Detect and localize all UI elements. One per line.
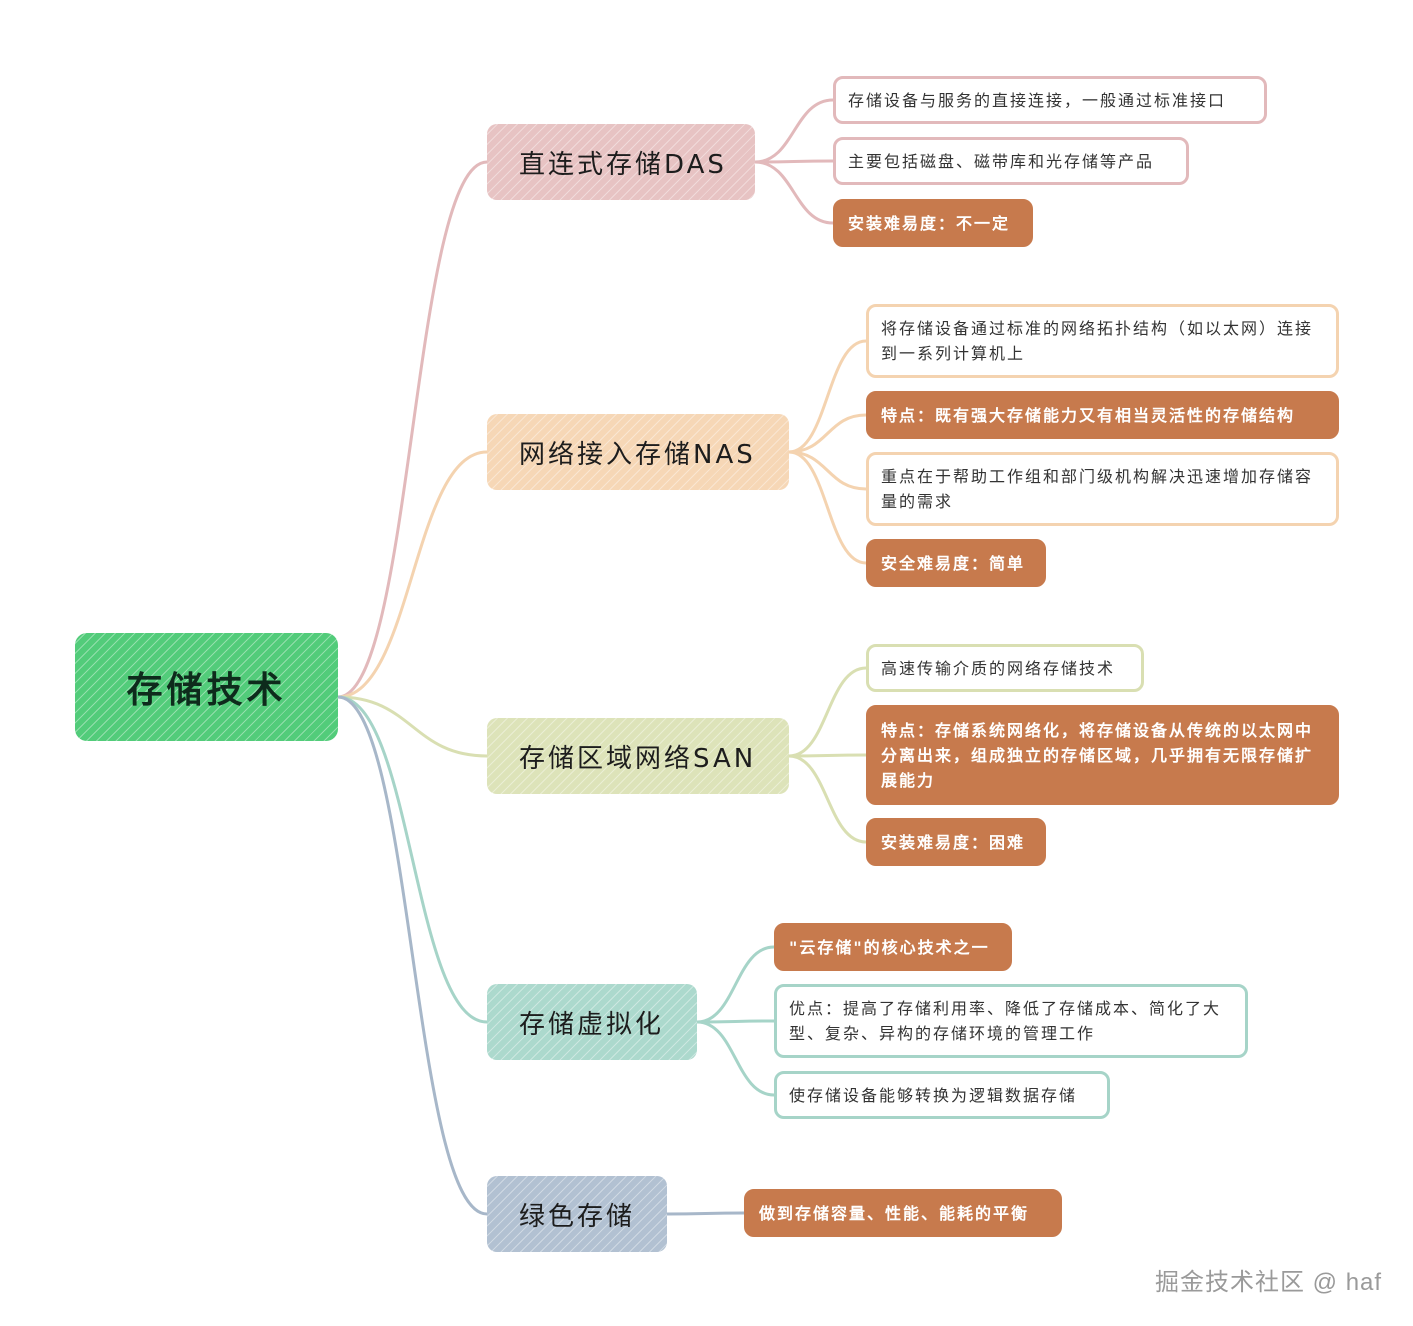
connector-line (787, 413, 868, 454)
leaf-nas-2[interactable]: 重点在于帮助工作组和部门级机构解决迅速增加存储容量的需求 (866, 452, 1339, 526)
connector-line (336, 695, 489, 1024)
leaf-san-1[interactable]: 特点：存储系统网络化，将存储设备从传统的以太网中分离出来，组成独立的存储区域，几… (866, 705, 1339, 805)
connector-line (787, 339, 868, 454)
branch-virtualization[interactable]: 存储虚拟化 (487, 984, 697, 1060)
connector-line (787, 754, 868, 844)
branch-san[interactable]: 存储区域网络SAN (487, 718, 789, 794)
leaf-nas-3[interactable]: 安全难易度：简单 (866, 539, 1046, 587)
connector-line (753, 160, 835, 225)
branch-label: 直连式存储DAS (519, 149, 727, 180)
branch-green-storage[interactable]: 绿色存储 (487, 1176, 667, 1252)
connector-line (787, 450, 868, 565)
branch-label: 存储虚拟化 (519, 1009, 665, 1040)
connector-line (695, 1020, 776, 1097)
leaf-das-0[interactable]: 存储设备与服务的直接连接，一般通过标准接口 (833, 76, 1267, 124)
leaf-das-1[interactable]: 主要包括磁盘、磁带库和光存储等产品 (833, 137, 1189, 185)
leaf-virt-1[interactable]: 优点：提高了存储利用率、降低了存储成本、简化了大型、复杂、异构的存储环境的管理工… (774, 984, 1248, 1058)
branch-nas[interactable]: 网络接入存储NAS (487, 414, 789, 490)
connector-line (695, 1019, 776, 1024)
connector-line (665, 1211, 746, 1216)
leaf-san-0[interactable]: 高速传输介质的网络存储技术 (866, 644, 1144, 692)
root-node[interactable]: 存储技术 (75, 633, 338, 741)
root-label: 存储技术 (126, 670, 287, 711)
leaf-nas-1[interactable]: 特点：既有强大存储能力又有相当灵活性的存储结构 (866, 391, 1339, 439)
leaf-virt-0[interactable]: "云存储"的核心技术之一 (774, 923, 1012, 971)
leaf-san-2[interactable]: 安装难易度：困难 (866, 818, 1046, 866)
connector-line (753, 98, 835, 164)
connector-line (695, 945, 776, 1024)
branch-das[interactable]: 直连式存储DAS (487, 124, 755, 200)
branch-label: 网络接入存储NAS (519, 439, 756, 470)
connector-line (336, 160, 489, 699)
connector-line (336, 695, 489, 1216)
connector-line (787, 666, 868, 758)
leaf-das-2[interactable]: 安装难易度：不一定 (833, 199, 1033, 247)
branch-label: 绿色存储 (519, 1201, 636, 1232)
branch-label: 存储区域网络SAN (519, 743, 757, 774)
connector-line (787, 450, 868, 491)
connector-line (753, 159, 835, 164)
watermark: 掘金技术社区 @ haf (1155, 1269, 1383, 1296)
leaf-green-0[interactable]: 做到存储容量、性能、能耗的平衡 (744, 1189, 1062, 1237)
connector-line (787, 753, 868, 758)
connector-line (336, 695, 489, 758)
leaf-nas-0[interactable]: 将存储设备通过标准的网络拓扑结构（如以太网）连接到一系列计算机上 (866, 304, 1339, 378)
leaf-virt-2[interactable]: 使存储设备能够转换为逻辑数据存储 (774, 1071, 1110, 1119)
connector-line (336, 450, 489, 699)
